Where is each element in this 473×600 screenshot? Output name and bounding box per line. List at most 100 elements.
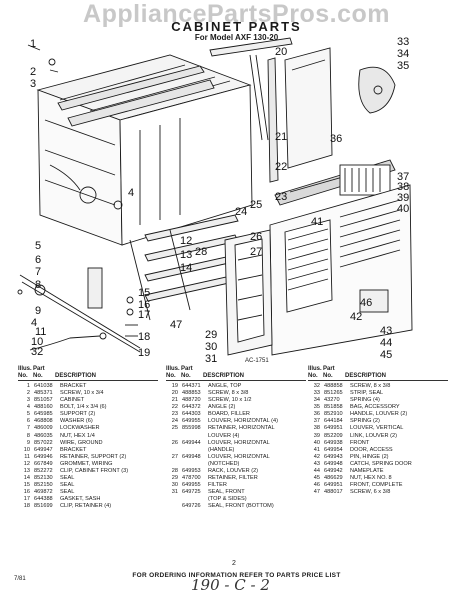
illus-no: 23 — [171, 411, 178, 418]
callout-44: 44 — [380, 337, 392, 349]
part-no: 644184 — [324, 418, 343, 425]
part-no: 649725 — [182, 488, 201, 495]
callout-11: 11 — [35, 326, 46, 338]
part-no: 649943 — [324, 453, 343, 460]
callout-25: 25 — [250, 199, 262, 211]
cabinet-drawing — [36, 54, 253, 246]
part-description: BAG, ACCESSORY — [350, 404, 400, 411]
part-no: 649948 — [182, 453, 201, 460]
part-no: 488160 — [34, 404, 53, 411]
callout-37: 37 — [397, 171, 409, 183]
part-no: 852910 — [324, 411, 343, 418]
callout-43: 43 — [380, 325, 392, 337]
part-description: LOUVER, HORIZONTAL (4) — [208, 418, 278, 425]
illus-no: 47 — [313, 488, 320, 495]
part-description: RETAINER, SUPPORT (2) — [60, 453, 127, 460]
illus-no: 26 — [171, 439, 178, 446]
header-no: No. — [308, 372, 318, 379]
part-no: 645985 — [34, 411, 53, 418]
date-code: 7/81 — [14, 576, 26, 582]
filler-board-drawing — [284, 47, 333, 169]
illus-no: 7 — [26, 425, 30, 432]
part-no: 649726 — [182, 502, 201, 509]
ground-wire-drawing — [29, 332, 107, 351]
illus-no: 1 — [26, 383, 30, 390]
filter-drawing — [224, 229, 273, 356]
callout-15: 15 — [138, 287, 150, 299]
illus-no: 46 — [313, 481, 320, 488]
illus-no: 13 — [23, 467, 30, 474]
part-no: 857022 — [34, 439, 53, 446]
part-no: 486035 — [34, 432, 53, 439]
illus-no: 19 — [171, 383, 178, 390]
illus-no: 27 — [171, 453, 178, 460]
header-part-no: No. — [323, 372, 333, 379]
exploded-parts-diagram: 1 2 3 4 5 6 7 8 9 10 11 32 4 12 13 14 15… — [17, 36, 413, 365]
part-no: 469872 — [34, 488, 53, 495]
illus-no: 9 — [26, 439, 30, 446]
illus-no: 34 — [313, 397, 320, 404]
part-description: SEAL — [60, 488, 75, 495]
part-description: BRACKET — [60, 383, 87, 390]
callout-19: 19 — [138, 347, 150, 359]
illus-no: 25 — [171, 425, 178, 432]
illus-no: 40 — [313, 439, 320, 446]
illus-no: 8 — [26, 432, 30, 439]
callout-47: 47 — [170, 319, 182, 331]
illus-no: 2 — [26, 390, 30, 397]
illus-no: 37 — [313, 418, 320, 425]
callout-18: 18 — [138, 331, 150, 343]
part-no: 649955 — [182, 418, 201, 425]
illus-no: 17 — [23, 495, 30, 502]
illus-no: 18 — [23, 502, 30, 509]
header-no: No. — [18, 372, 28, 379]
header-illus: Illus. — [308, 366, 322, 372]
part-no: 488853 — [182, 390, 201, 397]
part-no: 468808 — [34, 418, 53, 425]
illus-no: 35 — [313, 404, 320, 411]
illus-no: 33 — [313, 390, 320, 397]
part-description: NUT, HEX 1/4 — [60, 432, 95, 439]
part-description: ANGLE, TOP — [208, 383, 242, 390]
support-rod-drawing — [19, 267, 141, 353]
callout-6: 6 — [35, 254, 41, 266]
header-description: DESCRIPTION — [55, 372, 97, 379]
illus-no: 11 — [24, 453, 30, 460]
callout-5: 5 — [35, 240, 41, 252]
illus-no: 6 — [26, 418, 30, 425]
callout-14: 14 — [180, 262, 192, 274]
illus-no: 32 — [313, 383, 320, 390]
part-description: BOARD, FILLER — [208, 411, 250, 418]
part-description: SCREW, 10 x 1/2 — [208, 397, 252, 404]
part-description: STRIP, SEAL — [350, 390, 384, 397]
part-description: RETAINER, FILTER — [208, 474, 258, 481]
part-description: FRONT — [350, 439, 370, 446]
callout-36: 36 — [330, 133, 342, 145]
part-no: 478700 — [182, 474, 201, 481]
callout-9: 9 — [35, 305, 41, 317]
table-row: (HANDLE) — [166, 447, 316, 454]
part-description: LOUVER, HORIZONTAL — [208, 439, 270, 446]
part-description: SUPPORT (2) — [60, 411, 96, 418]
callout-22: 22 — [275, 161, 287, 173]
callout-7: 7 — [35, 266, 41, 278]
part-description: BRACKET — [60, 446, 87, 453]
part-description: CABINET — [60, 397, 85, 404]
callout-34: 34 — [397, 48, 409, 60]
